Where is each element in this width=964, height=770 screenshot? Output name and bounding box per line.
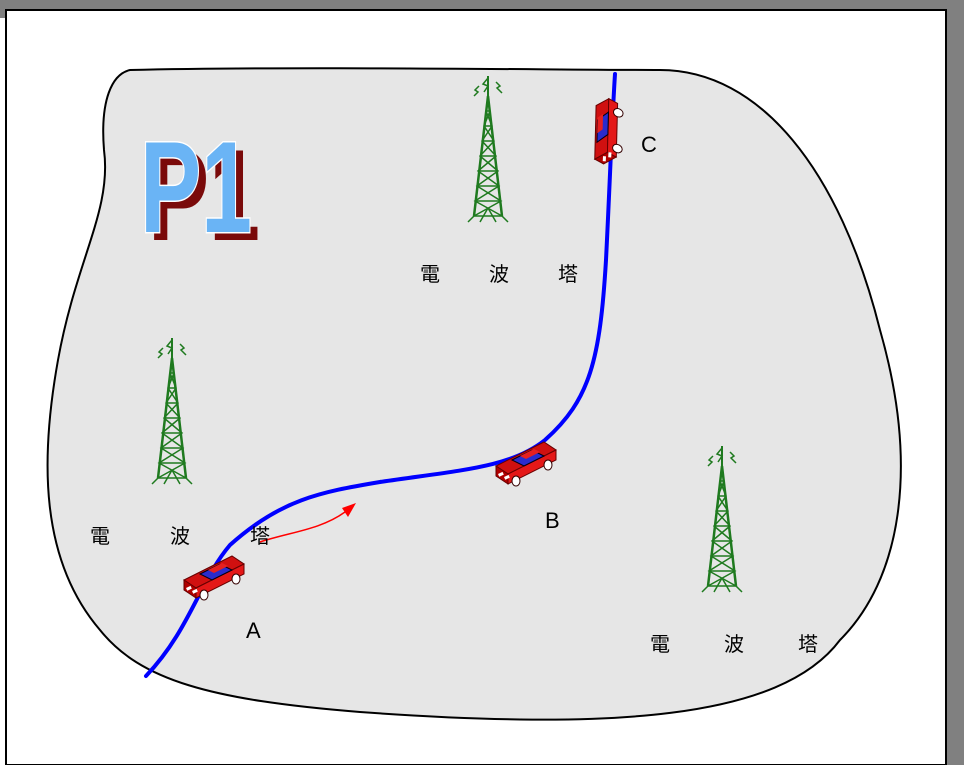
tower-label-char: 電: [650, 632, 670, 656]
tower-label-char: 波: [489, 262, 509, 286]
point-label-a: A: [246, 618, 261, 643]
tower-label-left: 電 波 塔: [90, 520, 270, 549]
tower-label-right: 電 波 塔: [650, 628, 818, 657]
title-shadow-text: P1: [148, 122, 260, 268]
tower-label-char: 波: [170, 524, 190, 548]
slide-title: P1 P1: [139, 113, 261, 269]
tower-label-char: 波: [724, 632, 744, 656]
tower-label-char: 塔: [250, 524, 270, 548]
direction-arrow-icon: [259, 503, 356, 543]
tower-label-char: 電: [420, 262, 440, 286]
point-label-c: C: [641, 132, 657, 157]
road-path: [144, 72, 617, 678]
tower-label-char: 塔: [558, 262, 578, 286]
point-label-b: B: [545, 508, 560, 533]
tower-label-char: 塔: [798, 632, 818, 656]
title-text: P1: [140, 114, 252, 260]
frame-right-shadow: [944, 0, 964, 765]
coverage-region: [46, 67, 902, 721]
tower-label-top: 電 波 塔: [420, 258, 578, 287]
tower-label-char: 電: [90, 524, 110, 548]
